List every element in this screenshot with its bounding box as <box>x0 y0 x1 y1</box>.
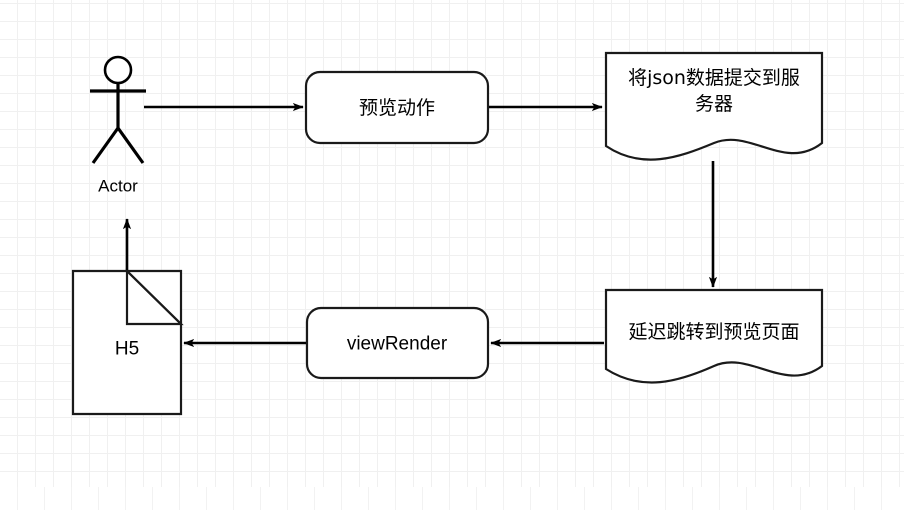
submit-json-label-line2: 务器 <box>695 93 733 115</box>
node-submit-json[interactable]: 将json数据提交到服 务器 <box>604 51 824 161</box>
preview-action-box[interactable] <box>304 70 490 145</box>
node-preview-action[interactable]: 预览动作 <box>304 70 490 145</box>
node-view-render[interactable]: viewRender <box>305 306 490 380</box>
h5-page-fold-diagonal-icon <box>126 270 182 325</box>
view-render-box[interactable] <box>305 306 490 380</box>
actor-head-icon <box>103 55 133 85</box>
node-actor[interactable]: Actor <box>90 55 146 196</box>
preview-action-label: 预览动作 <box>359 97 435 119</box>
delay-redirect-label: 延迟跳转到预览页面 <box>628 321 799 343</box>
node-h5-page[interactable]: H5 <box>71 268 184 416</box>
actor-label: Actor <box>98 177 138 196</box>
submit-json-label-line1: 将json数据提交到服 <box>628 67 800 89</box>
delay-redirect-document-shape[interactable] <box>604 288 824 384</box>
actor-leg-right-icon <box>116 127 145 164</box>
node-delay-redirect[interactable]: 延迟跳转到预览页面 <box>604 288 824 384</box>
canvas-bottom-grid-strip <box>0 487 904 510</box>
view-render-label: viewRender <box>347 334 448 355</box>
h5-page-label: H5 <box>115 339 139 360</box>
submit-json-document-shape[interactable] <box>604 51 824 161</box>
actor-leg-left-icon <box>91 127 120 164</box>
